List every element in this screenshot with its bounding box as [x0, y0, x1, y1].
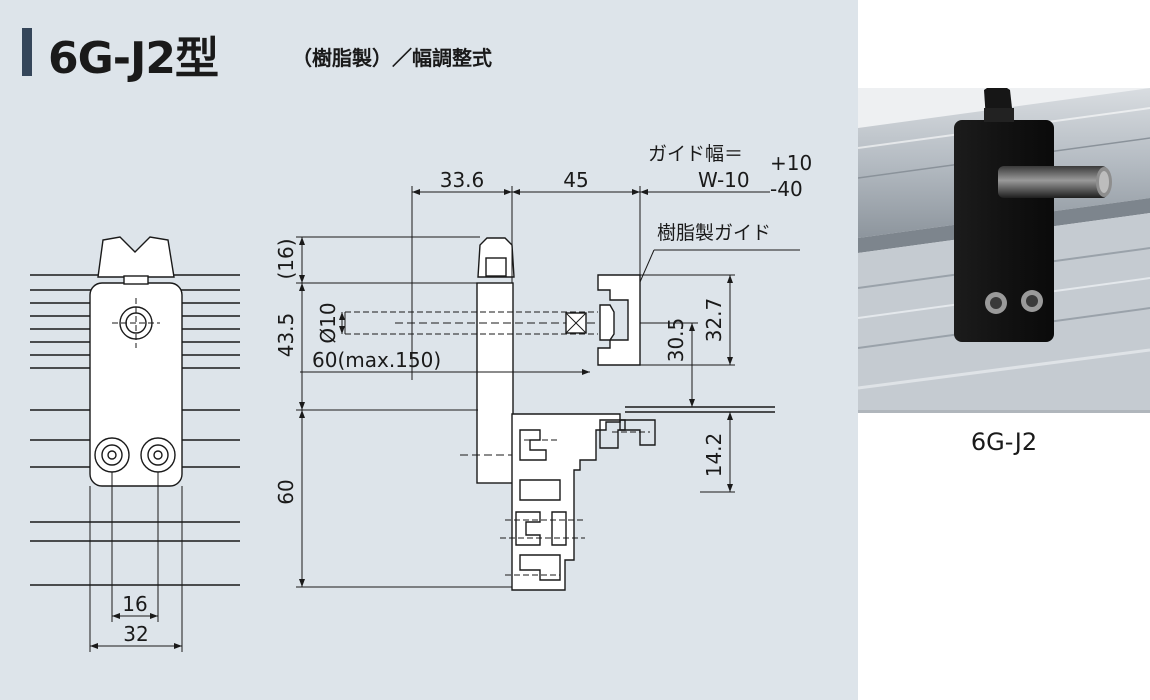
side-bracket — [476, 282, 514, 484]
page-subtitle: （樹脂製）／幅調整式 — [292, 46, 492, 70]
side-view — [296, 186, 800, 591]
tolerance-plus: +10 — [770, 151, 812, 175]
screw-left — [94, 437, 130, 473]
guide-width-label: ガイド幅＝ — [648, 143, 743, 165]
resin-guide-label: 樹脂製ガイド — [657, 222, 771, 244]
guide-width-formula: W-10 — [698, 168, 750, 192]
product-photo — [858, 88, 1150, 413]
technical-drawing: 16 32 — [30, 143, 812, 652]
extension-lines — [296, 186, 735, 588]
tolerance-minus: -40 — [770, 177, 803, 201]
dim-phi10: Ø10 — [316, 302, 340, 343]
product-photo-illustration — [858, 88, 1150, 413]
knob — [97, 236, 175, 278]
dim-45: 45 — [563, 168, 588, 192]
front-view-arrows — [90, 613, 182, 649]
dim-32-7: 32.7 — [702, 298, 726, 343]
dim-60-max: 60(max.150) — [312, 348, 441, 372]
page-title: 6G-J2型 — [48, 33, 219, 84]
dim-14-2: 14.2 — [702, 433, 726, 478]
dim-32: 32 — [123, 622, 148, 646]
side-view-arrows — [299, 189, 733, 587]
aluminum-profile — [500, 413, 656, 591]
front-view — [30, 236, 240, 652]
dim-30-5: 30.5 — [664, 318, 688, 363]
dim-43-5: 43.5 — [274, 313, 298, 358]
dim-60: 60 — [274, 479, 298, 504]
title-accent-bar — [22, 28, 32, 76]
dim-16-paren: (16) — [274, 238, 298, 279]
dim-16: 16 — [122, 592, 147, 616]
screw-right — [140, 437, 176, 473]
photo-caption: 6G-J2 — [970, 428, 1038, 456]
dim-33-6: 33.6 — [440, 168, 485, 192]
